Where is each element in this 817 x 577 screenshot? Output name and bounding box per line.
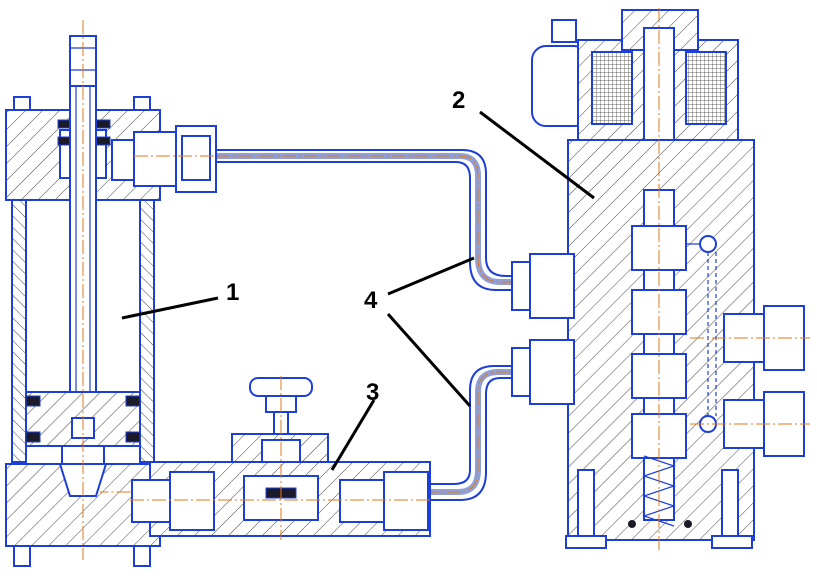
label-3: 3 [366, 379, 379, 406]
leader-3 [330, 399, 376, 471]
solenoid-coil-right [685, 51, 727, 125]
leader-2 [479, 110, 595, 200]
return-spring [642, 455, 676, 527]
leader-1 [121, 296, 219, 320]
cylinder-wall-right [139, 199, 155, 463]
hydraulic-cylinder [5, 20, 161, 567]
callout-leaders [121, 110, 595, 471]
throttle-valve [130, 376, 431, 540]
pipelines [100, 149, 620, 501]
solenoid-valve [511, 8, 810, 552]
cylinder-wall-left [11, 199, 27, 463]
cylinder-top-fitting [133, 125, 217, 193]
label-4: 4 [364, 287, 378, 314]
leader-4a [387, 256, 475, 296]
solenoid-coil-left [591, 51, 633, 125]
label-2: 2 [452, 87, 465, 114]
leader-4b [386, 313, 472, 407]
label-1: 1 [226, 279, 239, 306]
